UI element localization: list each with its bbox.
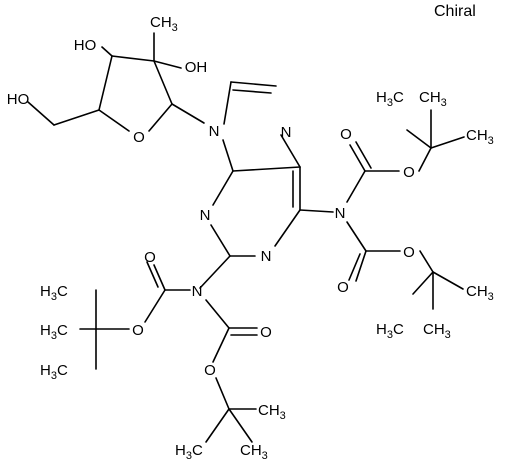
bonds [27, 32, 465, 443]
atom-label-oh: OH [185, 59, 208, 76]
atom-label-o: O [133, 129, 145, 146]
atom-label-ch3: CH3 [150, 14, 178, 34]
bond [212, 170, 234, 206]
bond-double [348, 253, 361, 281]
bond-double [355, 141, 372, 169]
bond [205, 299, 230, 329]
bond-double [146, 261, 159, 288]
bond [215, 377, 230, 410]
bond-double [355, 250, 367, 282]
bond [144, 289, 166, 323]
bond [346, 170, 366, 203]
atom-label-o: O [260, 324, 272, 341]
bond [212, 327, 230, 363]
methyl-label-h3c: H3C [376, 321, 404, 341]
methyl-label-h3c: H3C [376, 89, 404, 109]
bond [199, 255, 231, 289]
atom-label-n: N [209, 123, 220, 140]
bond [419, 250, 434, 273]
bond [111, 55, 155, 62]
atom-label-o: O [337, 279, 349, 296]
methyl-label-ch3: CH3 [423, 321, 451, 341]
bond [98, 55, 113, 111]
bond-c3-oh [101, 46, 113, 57]
bond [98, 109, 130, 132]
bond [232, 166, 301, 172]
bond [274, 209, 301, 247]
bond [418, 147, 432, 172]
bond [230, 81, 277, 87]
atom-label-n: N [261, 248, 272, 265]
atom-label-n: N [200, 207, 211, 224]
atom-label-n: N [281, 124, 292, 141]
methyl-label-ch3: CH3 [258, 402, 286, 422]
atom-label-o: O [132, 322, 144, 339]
atom-label-o: O [403, 164, 415, 181]
bond-c5-oh [27, 101, 55, 126]
bond-c4-c5 [53, 109, 100, 126]
bond-c2-oh [153, 60, 182, 69]
bond [223, 81, 232, 125]
methyl-label-h3c: H3C [40, 362, 68, 382]
atom-label-o: O [204, 362, 216, 379]
bond-double [153, 264, 166, 291]
bond [148, 103, 173, 132]
atom-labels: Chiral HO OH CH3 HO O N N N N N N O O O … [7, 3, 494, 460]
bond [228, 408, 253, 443]
atom-label-ho: HO [74, 37, 97, 54]
bond [346, 221, 367, 252]
bond [406, 129, 432, 149]
bond [299, 209, 334, 213]
atom-label-o: O [403, 244, 415, 261]
bond [280, 134, 301, 168]
bond [222, 139, 234, 172]
methyl-label-ch3: CH3 [419, 89, 447, 109]
methyl-label-h3c: H3C [175, 442, 203, 460]
bond-double [232, 89, 272, 94]
methyl-label-h3c: H3C [40, 322, 68, 342]
bond [153, 60, 173, 105]
atom-label-n: N [335, 205, 346, 222]
bond [412, 271, 434, 295]
bond [432, 271, 464, 290]
bond [430, 136, 465, 149]
bond-double [349, 144, 366, 172]
atom-label-o: O [144, 249, 156, 266]
methyl-label-ch3: CH3 [466, 127, 494, 147]
bond [205, 408, 230, 443]
chiral-label: Chiral [434, 3, 476, 20]
methyl-label-ch3: CH3 [240, 442, 268, 460]
bond [210, 224, 231, 257]
atom-label-n: N [192, 283, 203, 300]
bond-c1-n9 [171, 103, 205, 124]
methyl-label-h3c: H3C [40, 283, 68, 303]
atom-label-ho: HO [7, 91, 30, 108]
atom-label-o: O [340, 126, 352, 143]
methyl-label-ch3: CH3 [466, 283, 494, 303]
